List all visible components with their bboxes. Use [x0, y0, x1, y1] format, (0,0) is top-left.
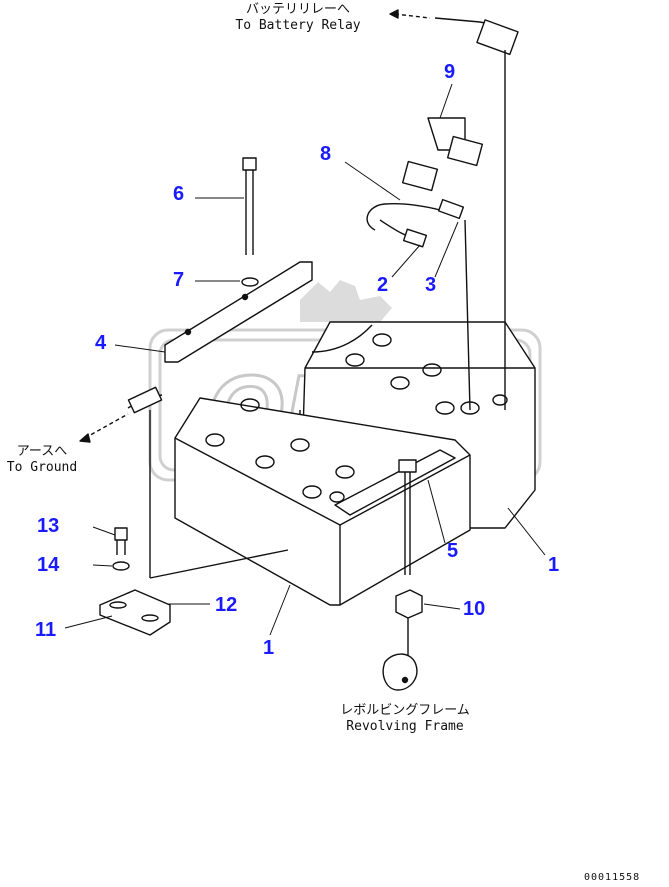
bolt-6 — [242, 157, 257, 255]
battery-relay-label: バッテリリレーへ To Battery Relay — [228, 2, 368, 34]
callout-7: 7 — [173, 269, 185, 291]
callout-6: 6 — [173, 183, 185, 205]
callout-13: 13 — [37, 515, 60, 537]
callout-2: 2 — [377, 274, 389, 296]
strap — [164, 261, 313, 363]
bracket — [99, 589, 171, 636]
document-id: 00011558 — [584, 872, 641, 883]
frame-label: レボルビングフレーム Revolving Frame — [330, 703, 480, 735]
frame-jp: レボルビングフレーム — [340, 703, 470, 718]
ground-en: To Ground — [6, 460, 78, 475]
ground-label: アースへ To Ground — [2, 444, 82, 476]
callout-14: 14 — [37, 554, 60, 576]
battery-left — [174, 397, 471, 606]
gear-logo-icon — [300, 280, 392, 322]
battery-relay-en: To Battery Relay — [235, 18, 361, 33]
ground-cable — [127, 386, 289, 579]
frame-en: Revolving Frame — [346, 719, 464, 734]
callout-8: 8 — [320, 143, 332, 165]
battery-relay-jp: バッテリリレーへ — [245, 2, 350, 17]
callout-10: 10 — [463, 598, 486, 620]
cable-8 — [366, 198, 465, 248]
washer-14 — [112, 561, 130, 571]
j-bolt — [398, 459, 417, 575]
callout-11: 11 — [35, 619, 57, 641]
callout-12: 12 — [215, 594, 238, 616]
ground-jp: アースへ — [16, 444, 68, 459]
washer-7 — [241, 277, 259, 287]
frame-bracket — [382, 653, 418, 691]
callout-3: 3 — [425, 274, 437, 296]
cable-9 — [401, 117, 484, 192]
callout-1-right: 1 — [548, 554, 560, 576]
relay-cable — [434, 17, 519, 411]
callout-1-bottom: 1 — [263, 637, 275, 659]
callout-4: 4 — [95, 332, 107, 354]
callout-5: 5 — [447, 540, 459, 562]
bolt-13 — [114, 527, 128, 555]
callout-9: 9 — [444, 61, 456, 83]
